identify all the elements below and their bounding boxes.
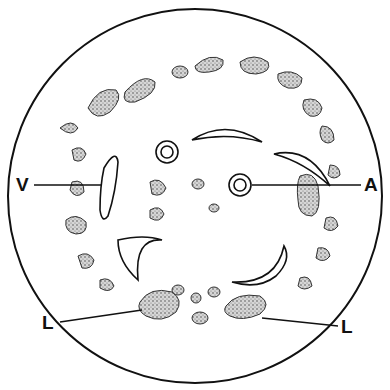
leader-lines xyxy=(34,185,361,326)
part-label: A xyxy=(364,175,378,194)
part-label: L xyxy=(341,317,353,336)
part-label: V xyxy=(16,175,29,194)
part-label: L xyxy=(42,313,54,332)
